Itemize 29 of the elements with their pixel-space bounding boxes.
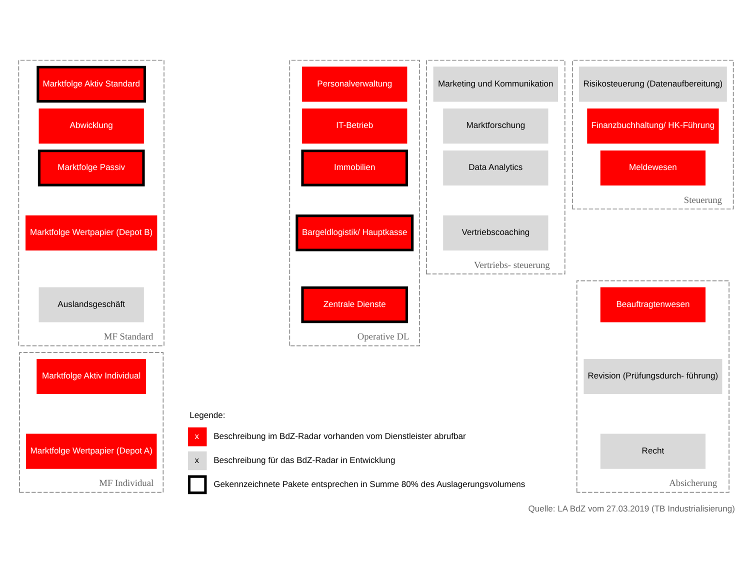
node-box: Auslandsgeschäft [38,287,144,322]
node-box: Bargeldlogistik/ Hauptkasse [296,214,414,252]
node-box: Marktfolge Wertpapier (Depot B) [26,215,158,250]
node-box: Finanzbuchhaltung/ HK-Führung [587,108,719,144]
node-box: Recht [600,434,706,469]
caption: Quelle: LA BdZ vom 27.03.2019 (TB Industrialisierung) [528,504,735,514]
legend-label: Gekennzeichnete Pakete entsprechen in Summe 80% des Auslagerungsvolumens [214,478,526,489]
node-box: IT-Betrieb [302,108,408,144]
label: x [194,454,200,465]
node-box: Meldewesen [600,150,706,186]
node-box: Data Analytics [443,150,548,186]
node-box: Immobilien [301,150,408,186]
legend-label: Beschreibung im BdZ-Radar vorhanden vom Dienstleister abrufbar [214,430,466,441]
node-box: Risikosteuerung (Datenaufbereitung) [579,66,727,102]
node-box: Marktfolge Passiv [38,150,145,186]
node-box: Marktfolge Aktiv Standard [36,66,146,103]
node-box: Zentrale Dienste [301,286,408,324]
label: x [194,430,200,441]
node-box: Vertriebscoaching [443,215,548,250]
node-box: Marktforschung [443,108,548,144]
node-box: Marketing und Kommunikation [433,66,558,102]
node-box: Abwicklung [38,108,144,144]
node-box: Revision (Prüfungsdurch- führung) [584,359,722,394]
node-box: Personalverwaltung [302,66,408,102]
label: Legende: [190,410,226,420]
node-box: Marktfolge Wertpapier (Depot A) [26,434,157,469]
legend-label: Beschreibung für das BdZ-Radar in Entwicklung [214,454,396,465]
node-box: Marktfolge Aktiv Individual [36,359,146,394]
node-box: Beauftragtenwesen [600,287,706,322]
